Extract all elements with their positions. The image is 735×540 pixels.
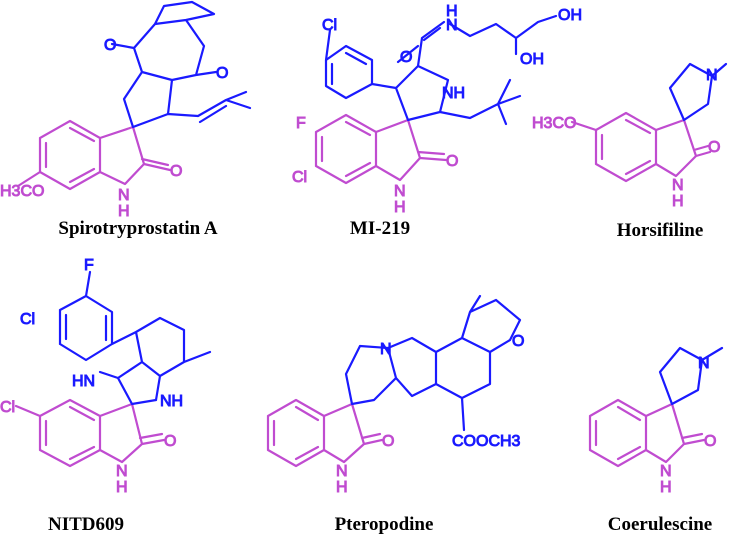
mi219-chloro-2: Cl [292, 169, 307, 186]
horsifiline-methoxy: H3CO [532, 115, 576, 132]
coerulescine-pyrrolidine-n: N [698, 355, 710, 372]
structure-mi-219: Cl O N H OH OH NH F Cl O N H MI-219 [292, 3, 583, 240]
caption-pteropodine: Pteropodine [335, 514, 434, 535]
structure-horsifiline: N H3CO O N H Horsifiline [532, 62, 728, 241]
mi219-amide-h: H [446, 3, 458, 20]
coerulescine-carbonyl-o: O [704, 433, 716, 450]
mi219-hydroxyl-2: OH [520, 51, 544, 68]
mi219-fluoro: F [296, 115, 306, 132]
structure-coerulescine: N O N H Coerulescine [588, 346, 724, 535]
mi219-chloro-1: Cl [322, 17, 337, 34]
spiro-a-oxo-2: O [216, 65, 228, 82]
mi219-pyrrolidine-nh: NH [442, 85, 465, 102]
pteropodine-n: N [380, 341, 392, 358]
nitd609-piperidine-nh: NH [160, 393, 183, 410]
spiro-a-carbonyl-o: O [170, 163, 182, 180]
horsifiline-lactam-n: N [672, 177, 684, 194]
mi219-lactam-h: H [394, 199, 406, 216]
pteropodine-lactam-h: H [336, 479, 348, 496]
mi219-hydroxyl-1: OH [558, 7, 582, 24]
structure-spirotryprostatin-a: O O H3CO O N H Spirotryprostatin A [0, 0, 252, 239]
nitd609-chloro-2: Cl [0, 399, 15, 416]
structure-pteropodine: N O O COOCH3 N H Pteropodine [266, 294, 525, 535]
horsifiline-carbonyl-o: O [708, 139, 720, 156]
caption-spirotryprostatin-a: Spirotryprostatin A [58, 218, 218, 239]
caption-nitd609: NITD609 [48, 514, 124, 535]
nitd609-indole-nh: HN [72, 373, 95, 390]
pteropodine-carbonyl-o: O [382, 433, 394, 450]
coerulescine-lactam-n: N [660, 463, 672, 480]
mi219-lactam-n: N [394, 183, 406, 200]
horsifiline-lactam-h: H [672, 193, 684, 210]
spiro-a-lactam-h: H [118, 203, 130, 220]
caption-mi-219: MI-219 [350, 218, 410, 239]
nitd609-chloro-1: Cl [20, 311, 35, 328]
pteropodine-ester: COOCH3 [452, 433, 521, 450]
mi219-amide-n: N [446, 17, 458, 34]
coerulescine-lactam-h: H [660, 479, 672, 496]
mi219-amide-o: O [400, 49, 412, 66]
pteropodine-ring-o: O [512, 333, 524, 350]
nitd609-carbonyl-o: O [164, 433, 176, 450]
spiro-a-oxo-1: O [104, 37, 116, 54]
spiro-a-methoxy: H3CO [0, 183, 44, 200]
pteropodine-lactam-n: N [336, 463, 348, 480]
nitd609-lactam-h: H [116, 479, 128, 496]
caption-horsifiline: Horsifiline [617, 220, 704, 241]
nitd609-lactam-n: N [116, 463, 128, 480]
structure-nitd609: F Cl HN NH Cl O N H NITD609 [0, 257, 212, 535]
nitd609-fluoro: F [84, 257, 94, 274]
horsifiline-pyrrolidine-n: N [706, 67, 718, 84]
spiro-a-lactam-n: N [118, 187, 130, 204]
mi219-carbonyl-o: O [446, 153, 458, 170]
caption-coerulescine: Coerulescine [608, 514, 712, 535]
